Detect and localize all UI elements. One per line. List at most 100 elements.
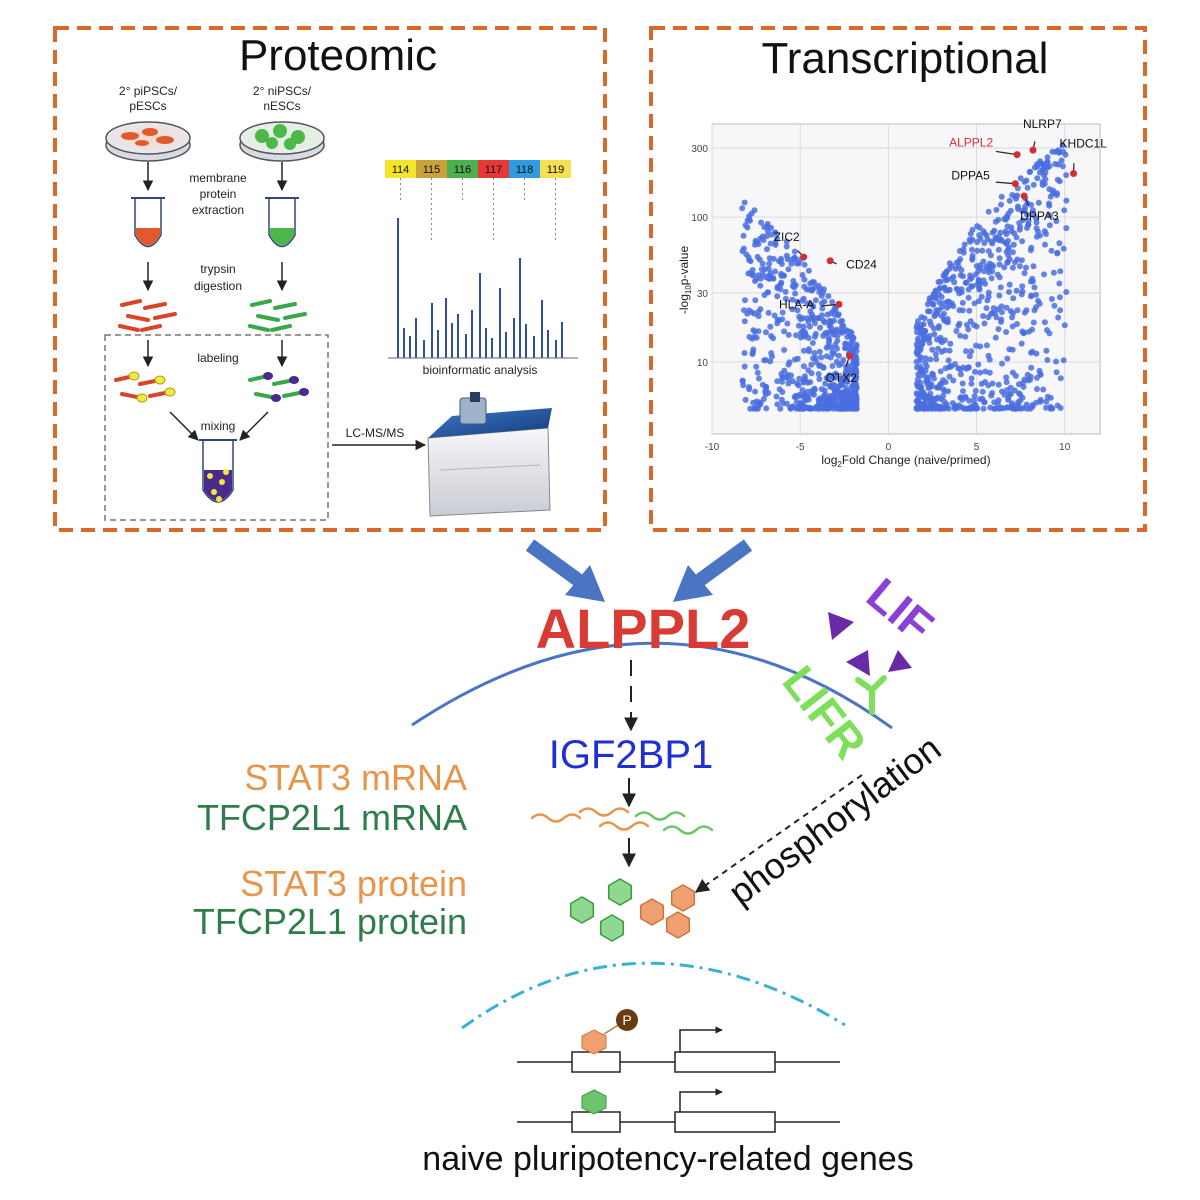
volcano-point <box>804 388 811 395</box>
volcano-point <box>983 263 990 270</box>
volcano-point <box>975 277 982 284</box>
volcano-point <box>938 380 945 387</box>
volcano-point <box>924 301 931 308</box>
volcano-point <box>1049 148 1056 155</box>
volcano-point <box>1004 387 1010 394</box>
volcano-point <box>1003 240 1010 247</box>
volcano-point <box>777 281 784 288</box>
volcano-point <box>1048 296 1055 302</box>
volcano-point <box>796 375 803 382</box>
gene-label: DPPA5 <box>951 169 990 183</box>
volcano-point <box>1017 224 1024 230</box>
volcano-point <box>1023 401 1030 408</box>
volcano-point <box>969 283 975 290</box>
volcano-point <box>926 308 933 315</box>
volcano-point <box>971 368 978 375</box>
volcano-point <box>962 279 969 286</box>
phospho-symbol: P <box>622 1012 631 1028</box>
volcano-point <box>825 339 832 346</box>
volcano-point <box>839 317 846 324</box>
proteomic-panel: Proteomic 2° piPSCs/ pESCs 2° niPSCs/ nE… <box>53 26 607 532</box>
step-extraction-line2: protein <box>200 187 237 201</box>
volcano-point <box>825 334 832 341</box>
volcano-point <box>994 271 1001 278</box>
volcano-point <box>1019 283 1026 290</box>
volcano-point <box>765 289 771 296</box>
volcano-point <box>968 380 975 387</box>
volcano-point <box>936 285 943 292</box>
volcano-point <box>822 380 829 387</box>
volcano-point <box>781 328 788 335</box>
volcano-point <box>829 349 836 356</box>
y-axis-label: -log10p-value <box>677 246 693 315</box>
volcano-point <box>752 297 759 304</box>
volcano-point <box>793 332 799 339</box>
volcano-point <box>766 260 773 267</box>
lif-label: LIF <box>857 568 943 652</box>
volcano-point <box>762 388 769 395</box>
volcano-point <box>820 364 827 371</box>
volcano-point <box>946 373 953 380</box>
volcano-point <box>966 236 973 243</box>
volcano-point <box>741 318 748 325</box>
volcano-point <box>921 335 927 342</box>
step-extraction-line1: membrane <box>189 171 247 185</box>
volcano-point <box>850 386 857 392</box>
volcano-point <box>847 343 854 350</box>
volcano-point <box>980 277 987 284</box>
volcano-point <box>917 331 924 338</box>
volcano-point <box>829 299 836 305</box>
volcano-point <box>808 405 815 412</box>
petri-dish-naive <box>239 121 325 162</box>
volcano-point <box>918 314 925 321</box>
volcano-point <box>983 342 990 349</box>
volcano-point <box>820 317 827 324</box>
volcano-point <box>1011 230 1018 237</box>
volcano-point <box>850 347 857 354</box>
volcano-point <box>821 387 828 394</box>
volcano-point <box>783 238 790 245</box>
volcano-point <box>812 330 819 337</box>
volcano-point <box>740 232 747 239</box>
volcano-point <box>846 333 853 340</box>
lifr-receptor <box>855 675 887 715</box>
volcano-point <box>805 318 812 325</box>
volcano-point <box>966 397 973 404</box>
volcano-point <box>815 371 822 377</box>
volcano-point <box>951 279 958 286</box>
volcano-point <box>969 252 976 259</box>
gene-point <box>800 253 808 261</box>
volcano-point <box>1016 263 1023 270</box>
volcano-point <box>807 379 814 386</box>
proteomic-title: Proteomic <box>239 31 437 80</box>
volcano-point <box>1043 398 1050 405</box>
volcano-point <box>1041 228 1048 235</box>
volcano-point <box>792 356 798 363</box>
volcano-point <box>992 334 999 341</box>
volcano-point <box>946 265 953 272</box>
transcriptional-panel-border <box>649 26 1147 532</box>
volcano-point <box>811 320 818 327</box>
volcano-point <box>778 255 785 262</box>
volcano-point <box>836 362 843 369</box>
volcano-point <box>843 385 850 391</box>
volcano-point <box>1047 394 1054 401</box>
volcano-point <box>783 243 790 250</box>
arrow-transcriptional-to-alppl2 <box>673 539 753 602</box>
volcano-point <box>1055 314 1062 321</box>
volcano-point <box>943 269 950 276</box>
volcano-point <box>772 239 779 246</box>
volcano-point <box>782 295 789 302</box>
genes-label: naive pluripotency-related genes <box>422 1140 913 1178</box>
volcano-point <box>913 324 920 331</box>
volcano-point <box>774 401 781 408</box>
volcano-point <box>779 374 786 381</box>
volcano-point <box>740 382 747 389</box>
volcano-point <box>1004 223 1011 230</box>
volcano-point <box>1027 376 1033 383</box>
volcano-point <box>1009 369 1016 376</box>
volcano-point <box>1010 241 1017 248</box>
step-digestion-line1: trypsin <box>200 262 235 276</box>
